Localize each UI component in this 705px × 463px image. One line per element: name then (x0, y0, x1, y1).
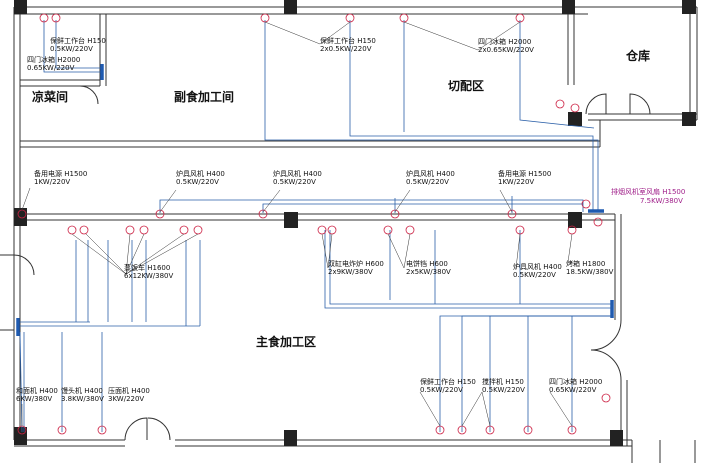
equipment-power: 1KW/220V (498, 178, 534, 186)
equipment-name: 和面机 H400 (16, 386, 58, 395)
room-label-cold-dish: 凉菜间 (32, 89, 68, 104)
equipment-power: 18.5KW/380V (566, 268, 614, 276)
equipment-name: 备用电源 H1500 (34, 169, 87, 178)
equipment-labels: 保鲜工作台 H150 0.5KW/220V 四门冰箱 H2000 0.65KW/… (16, 36, 685, 403)
cable-runs (16, 20, 614, 433)
equipment-power: 0.5KW/220V (482, 386, 525, 394)
equipment-power: 7.5KW/380V (640, 197, 683, 205)
equipment-power: 0.5KW/220V (406, 178, 449, 186)
equipment-name: 炉具风机 H400 (176, 169, 225, 178)
walls (0, 6, 698, 463)
door-swings (13, 85, 651, 441)
equipment-name: 馒头机 H400 (61, 386, 103, 395)
outlet-icon (17, 13, 611, 435)
equipment-power: 0.5KW/220V (420, 386, 463, 394)
equipment-name: 炉具风机 H400 (406, 169, 455, 178)
equipment-name: 双缸电炸炉 H600 (328, 259, 384, 268)
equipment-power: 2x0.5KW/220V (320, 45, 372, 53)
room-label-main-food: 主食加工区 (256, 334, 316, 349)
equipment-power: 0.5KW/220V (176, 178, 219, 186)
outlet-symbols (17, 13, 611, 435)
equipment-name: 四门冰箱 H2000 (27, 55, 80, 64)
leader-lines (21, 21, 573, 427)
equipment-name: 保鲜工作台 H150 (320, 36, 376, 45)
equipment-name: 保鲜工作台 H150 (420, 377, 476, 386)
equipment-power: 2x0.65KW/220V (478, 46, 534, 54)
equipment-power: 2x9KW/380V (328, 268, 373, 276)
equipment-power: 0.65KW/220V (549, 386, 597, 394)
equipment-power: 0.5KW/220V (50, 45, 93, 53)
equipment-power: 0.5KW/220V (273, 178, 316, 186)
room-label-prep: 切配区 (448, 78, 484, 93)
equipment-name: 烤箱 H1800 (566, 259, 605, 268)
equipment-power: 6KW/380V (16, 395, 52, 403)
equipment-name: 电饼铛 H600 (406, 259, 448, 268)
equipment-name: 蒸饭车 H1600 (124, 263, 170, 272)
equipment-name: 炉具风机 H400 (273, 169, 322, 178)
equipment-power: 6x12KW/380V (124, 272, 173, 280)
equipment-name: 排烟风机室风扇 H1500 (611, 187, 685, 196)
equipment-power: 1KW/220V (34, 178, 70, 186)
equipment-name: 备用电源 H1500 (498, 169, 551, 178)
equipment-name: 保鲜工作台 H150 (50, 36, 106, 45)
equipment-name: 四门冰箱 H2000 (478, 37, 531, 46)
equipment-name: 炉具风机 H400 (513, 262, 562, 271)
equipment-power: 3.8KW/380V (61, 395, 104, 403)
equipment-name: 四门冰箱 H2000 (549, 377, 602, 386)
equipment-power: 2x5KW/380V (406, 268, 451, 276)
structural-columns (14, 0, 696, 446)
equipment-name: 搅拌机 H150 (482, 377, 524, 386)
room-label-side-food: 副食加工间 (174, 89, 234, 104)
equipment-power: 3KW/220V (108, 395, 144, 403)
equipment-power: 0.5KW/220V (513, 271, 556, 279)
equipment-name: 压面机 H400 (108, 386, 150, 395)
room-label-storage: 仓库 (625, 48, 650, 63)
equipment-power: 0.65KW/220V (27, 64, 75, 72)
